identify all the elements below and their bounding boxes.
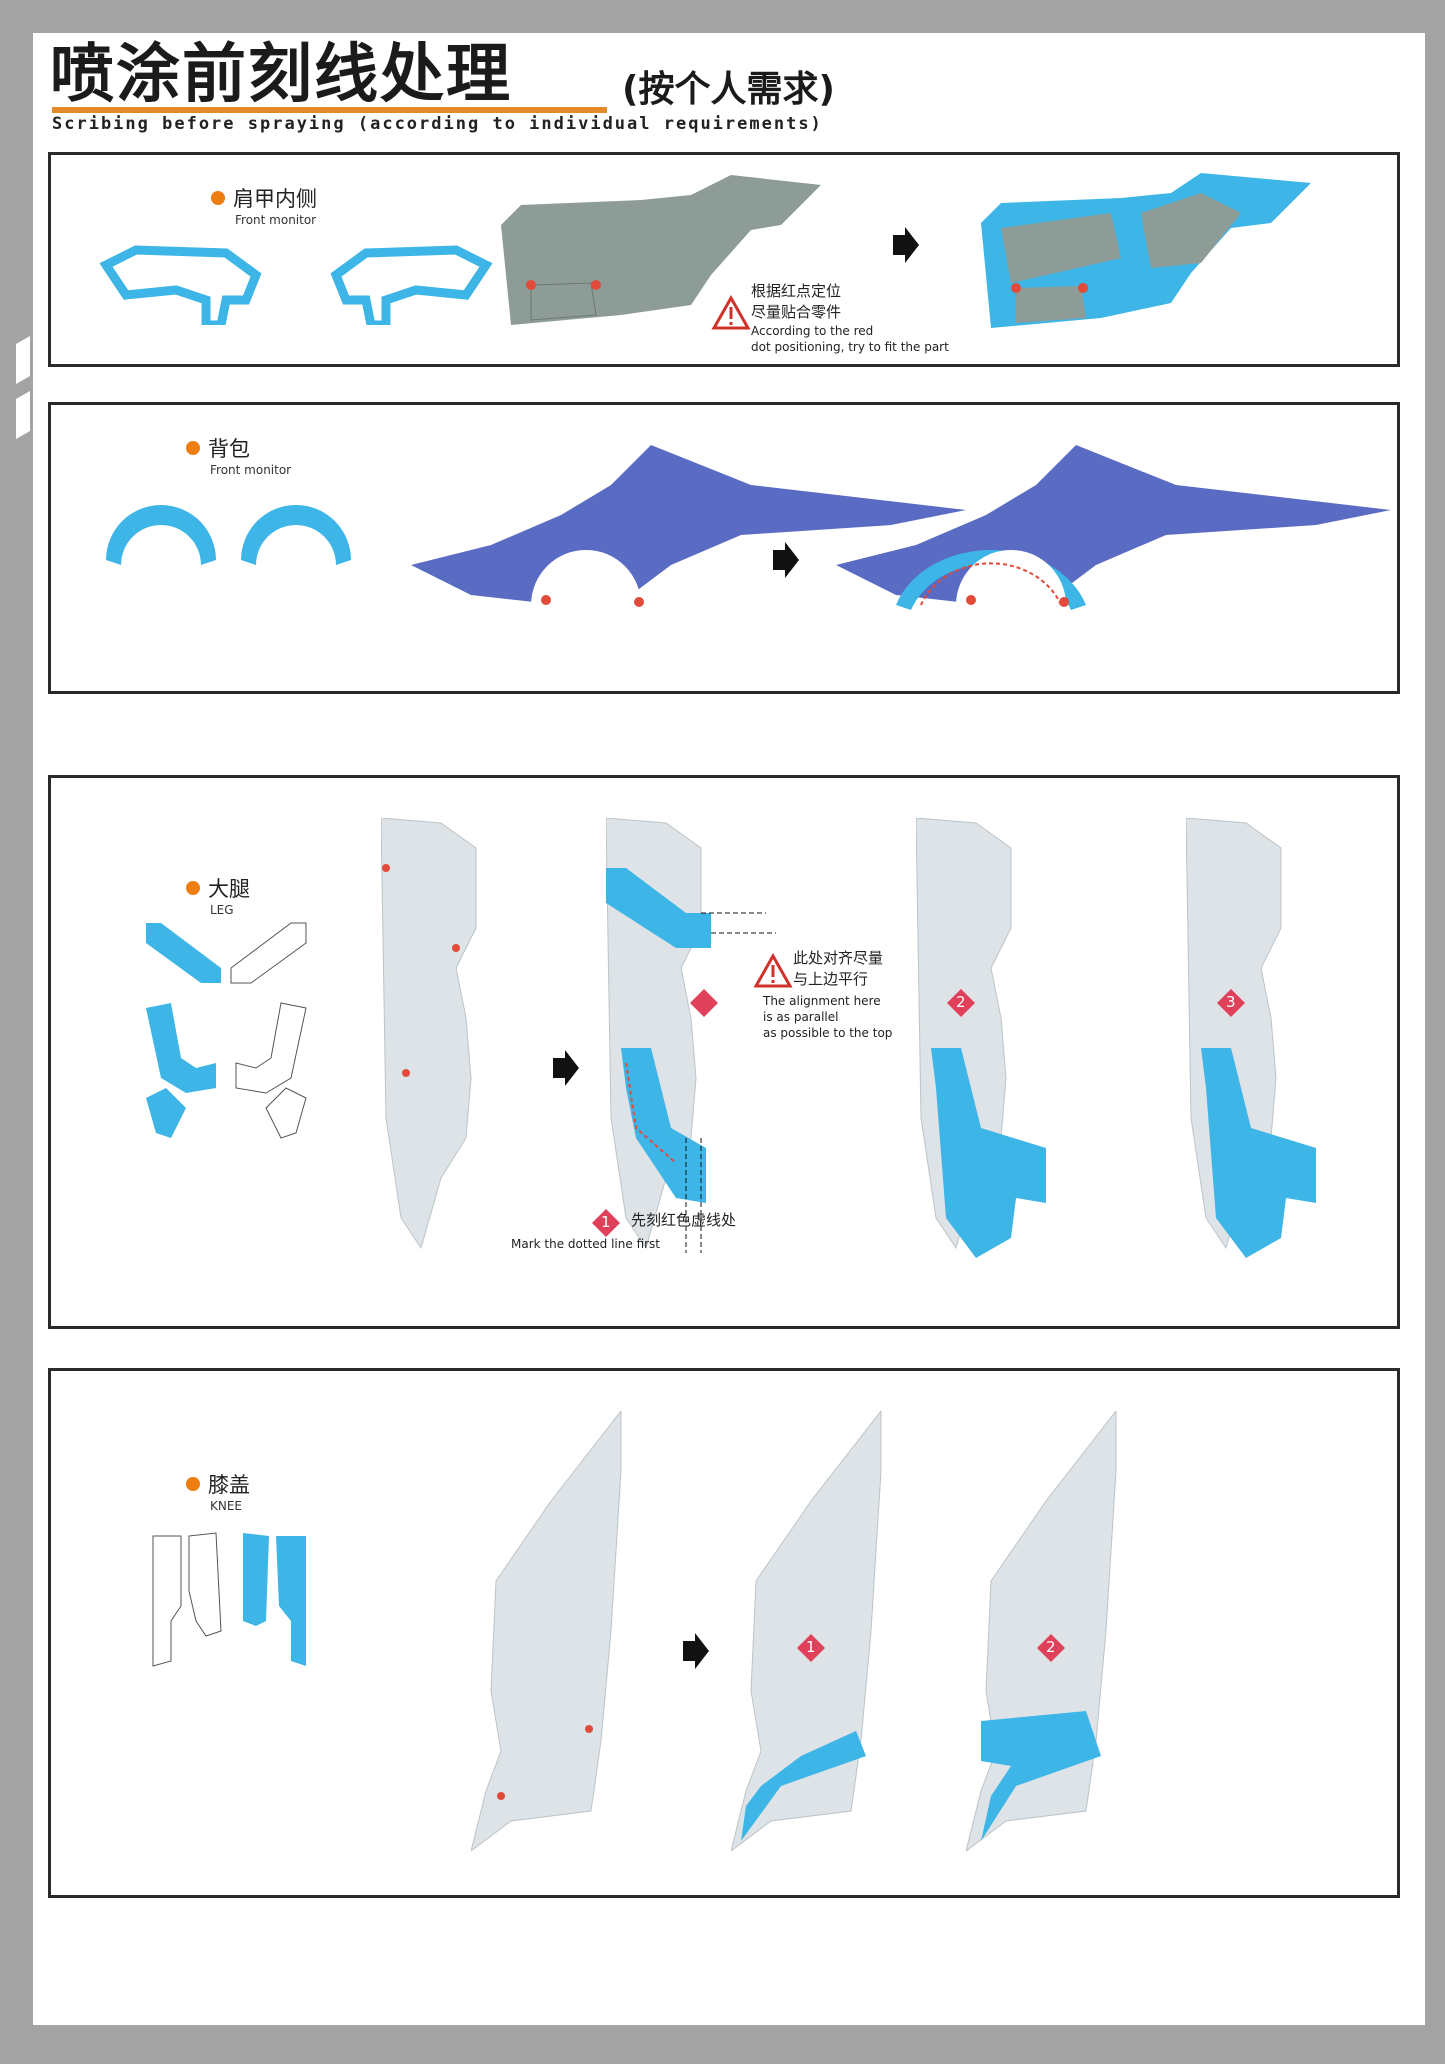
arrow-icon <box>893 227 919 263</box>
warning-note: 根据红点定位 尽量贴合零件 According to the red dot p… <box>751 282 949 354</box>
section-knee: 膝盖 KNEE 1 2 <box>48 1368 1400 1898</box>
alignment-note-text: 此处对齐尽量 与上边平行 <box>793 949 884 988</box>
sticker-shapes <box>152 1532 306 1667</box>
alignment-note-en: The alignment here is as parallel as pos… <box>763 994 893 1040</box>
part-before <box>471 1411 622 1852</box>
part-step-1 <box>731 1411 882 1852</box>
step-2-badge-label: 2 <box>956 993 966 1011</box>
part-before <box>411 445 966 607</box>
part-after <box>836 445 1391 610</box>
side-decoration <box>16 335 30 385</box>
arrow-icon <box>553 1050 579 1086</box>
arrow-icon <box>683 1633 709 1669</box>
section-leg: 大腿 LEG 此处对齐尽量 与上边平行 The alignment here i… <box>48 775 1400 1329</box>
step-3-badge <box>1217 989 1245 1017</box>
section-shoulder: 肩甲内侧 Front monitor 根据红点定位 尽量贴合零件 Accordi… <box>48 152 1400 367</box>
part-step-3 <box>1186 818 1316 1258</box>
page-subtitle: Scribing before spraying (according to i… <box>52 114 823 134</box>
part-before <box>381 818 477 1250</box>
step-3-badge-label: 3 <box>1226 993 1236 1011</box>
sticker-shapes <box>106 505 351 565</box>
step-2-badge <box>947 989 975 1017</box>
step-1-badge <box>797 1634 825 1662</box>
page-title: 喷涂前刻线处理 <box>50 38 512 112</box>
arrow-icon <box>773 542 799 578</box>
part-after <box>981 173 1311 328</box>
part-before <box>501 175 821 325</box>
title-underline <box>52 107 607 113</box>
part-step-2 <box>916 818 1046 1258</box>
step-2-badge-label: 2 <box>1046 1638 1056 1656</box>
step-1-badge-label: 1 <box>601 1213 611 1231</box>
warning-icon <box>753 953 793 988</box>
section-label: 大腿 LEG <box>186 873 250 917</box>
step-1-badge <box>592 1209 620 1237</box>
sticker-shapes <box>146 922 307 1139</box>
sticker-shapes <box>99 245 493 325</box>
section-label: 膝盖 KNEE <box>186 1469 250 1513</box>
step-1-badge-part <box>690 989 718 1017</box>
section-backpack: 背包 Front monitor <box>48 402 1400 694</box>
step-note: 先刻红色虚线处 <box>631 1211 737 1229</box>
step-note-en: Mark the dotted line first <box>511 1237 661 1251</box>
side-decoration <box>16 390 30 440</box>
section-label: 背包 Front monitor <box>186 433 291 477</box>
warning-icon <box>711 295 751 330</box>
page-title-note: (按个人需求) <box>622 69 835 110</box>
step-2-badge <box>1037 1634 1065 1662</box>
part-step-1 <box>606 818 776 1253</box>
step-1-badge-label: 1 <box>806 1638 816 1656</box>
section-label: 肩甲内侧 Front monitor <box>211 183 317 227</box>
part-step-2 <box>966 1411 1117 1852</box>
